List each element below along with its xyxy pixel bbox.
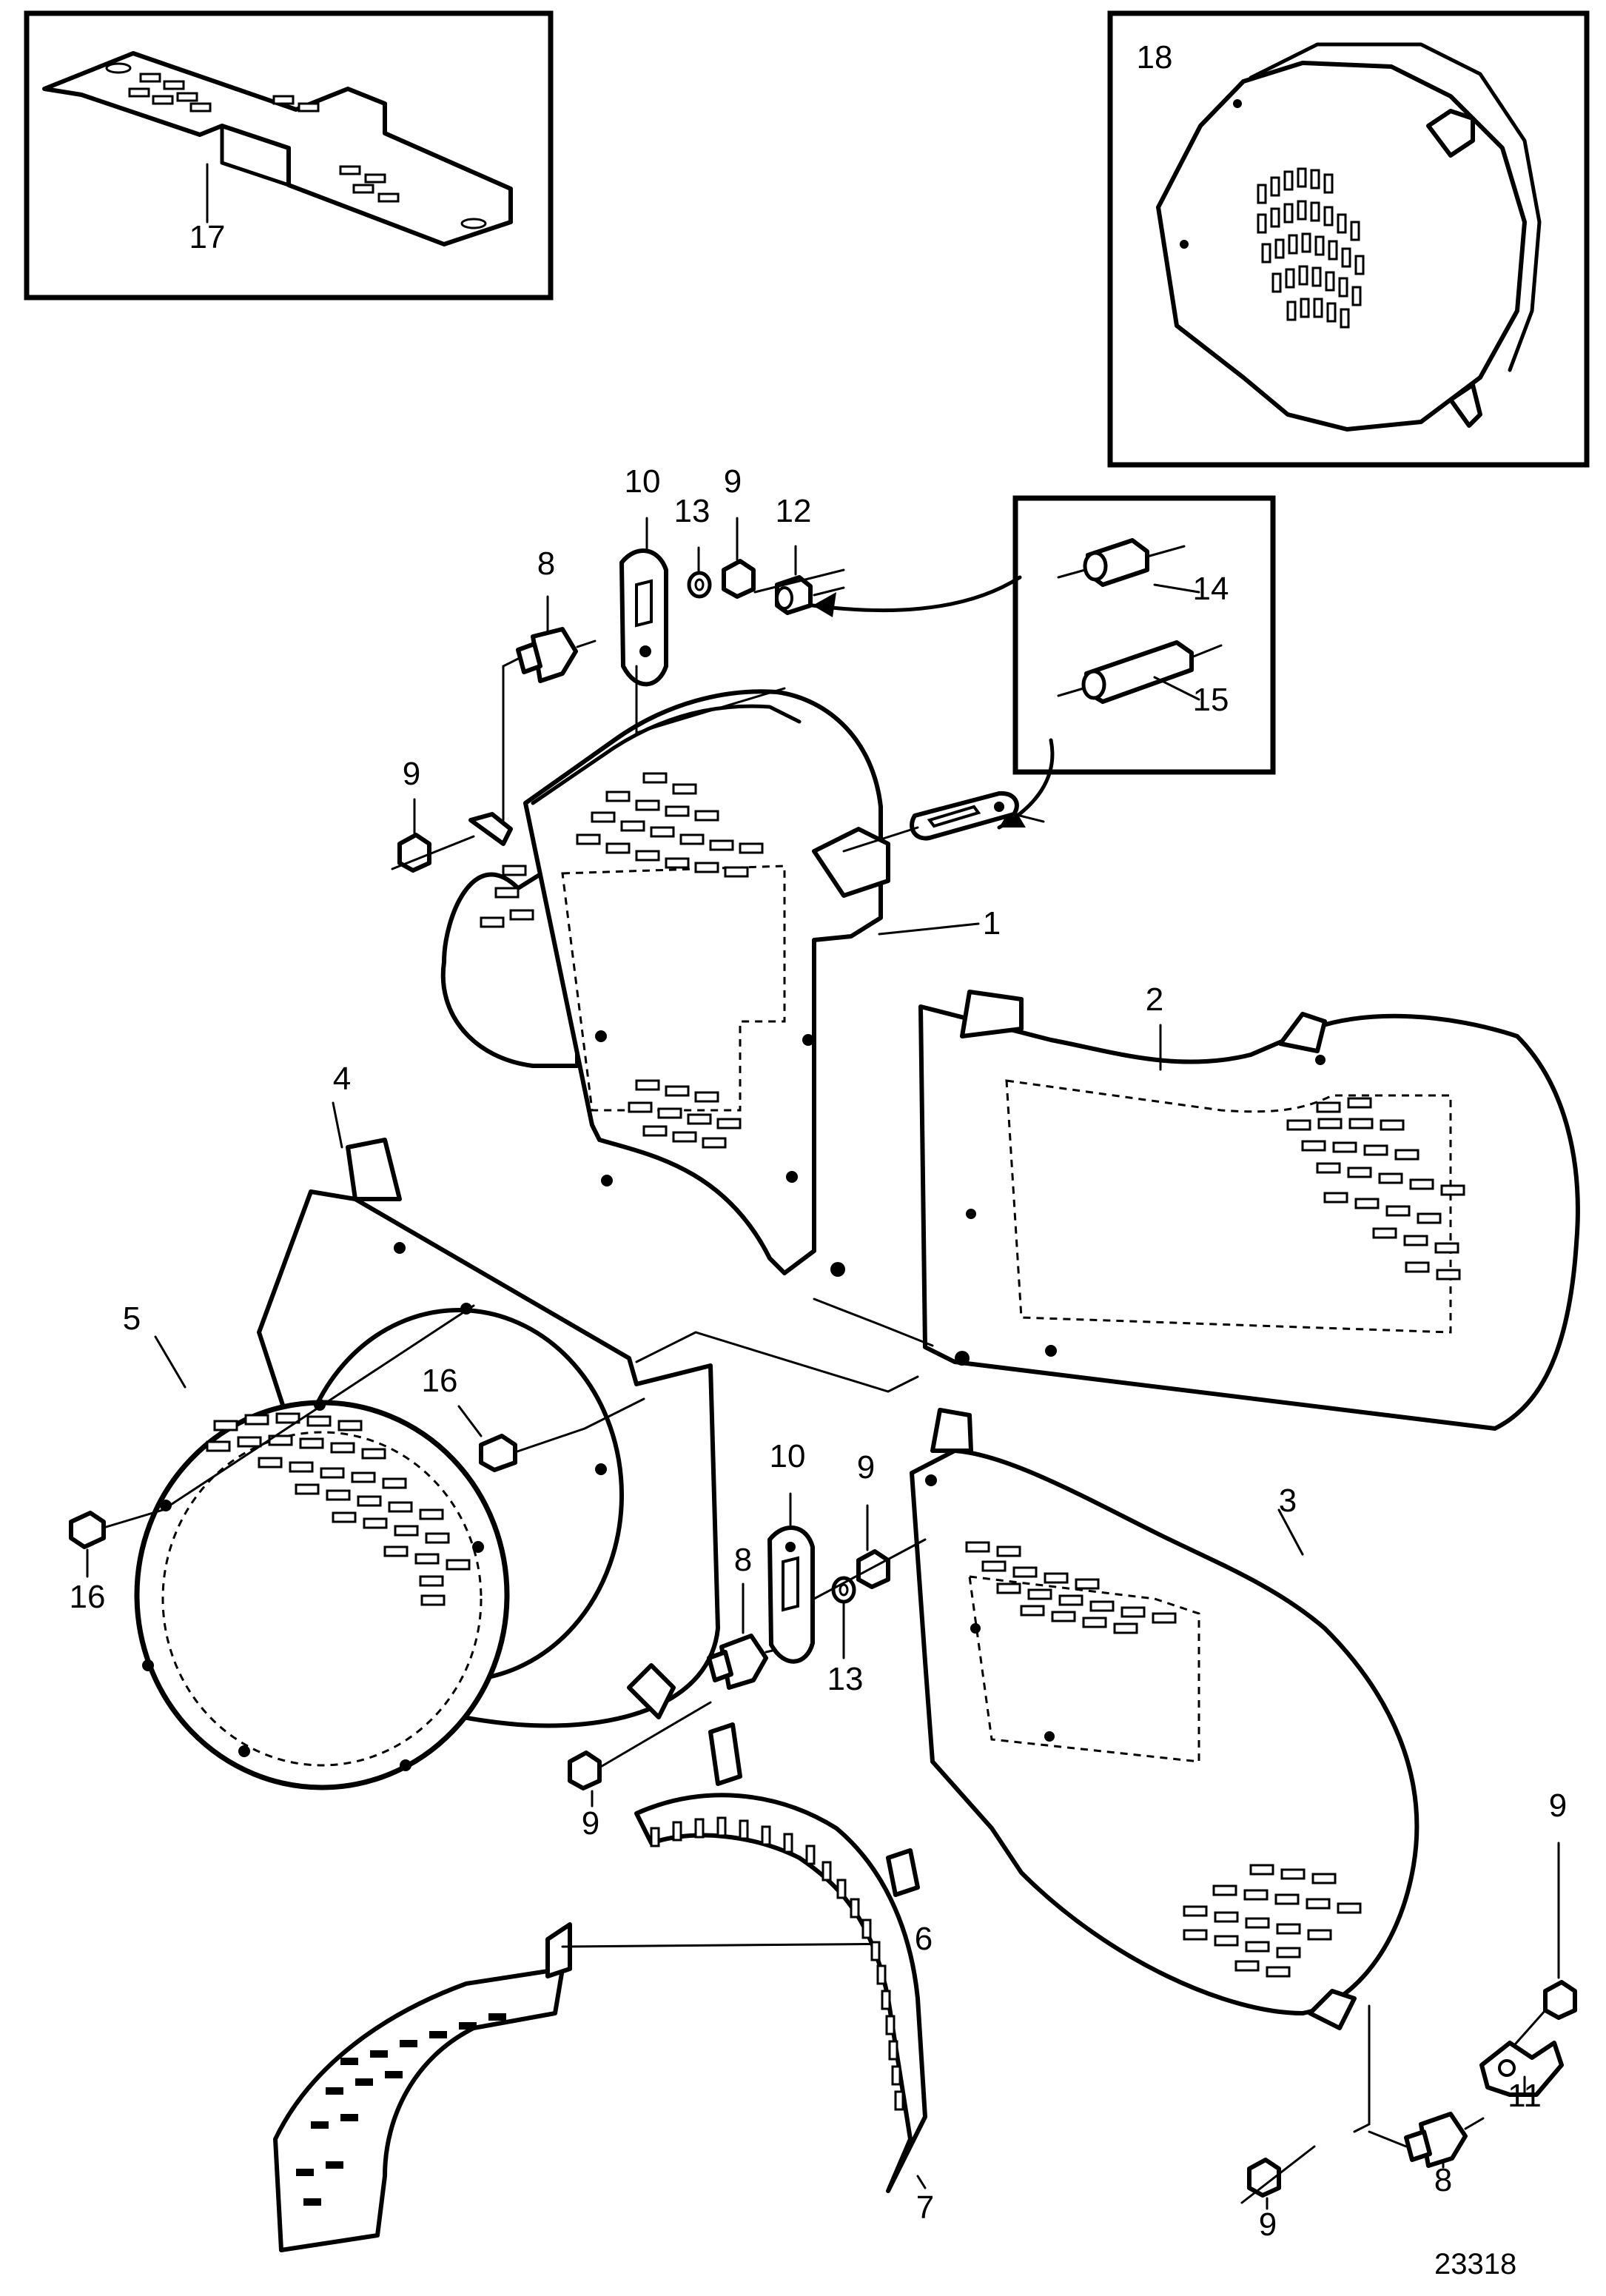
- washer-13-upper: [687, 571, 712, 599]
- callout-c2: 2: [1146, 981, 1163, 1018]
- callout-c12: 12: [776, 493, 812, 529]
- nut-9-lower-right-upper: [1508, 1842, 1577, 2052]
- callout-c15: 15: [1193, 682, 1229, 718]
- nut-9-middle: [813, 1504, 927, 1600]
- washer-13-middle: [831, 1576, 856, 1659]
- callout-c5: 5: [123, 1300, 141, 1337]
- spacer-15: [1057, 640, 1223, 704]
- callout-c10b: 10: [770, 1438, 806, 1474]
- fastener-group-lower-right: [1240, 1842, 1577, 2210]
- callout-c9b: 9: [724, 463, 742, 500]
- nut-9-lower-left: [568, 1701, 712, 1807]
- callout-c16a: 16: [422, 1363, 458, 1399]
- callout-c9c: 9: [857, 1449, 875, 1486]
- rubber-mount-8-lower: [1404, 2112, 1485, 2169]
- rubber-mount-8-upper: [516, 627, 597, 683]
- shroud-part-6: [273, 1922, 572, 2252]
- callout-c6: 6: [915, 1921, 933, 1957]
- slotted-link-10-upper: [619, 548, 668, 687]
- housing-part-2: [918, 990, 1580, 1431]
- bolt-16-left: [69, 1304, 475, 1578]
- callout-c16b: 16: [70, 1579, 106, 1615]
- callout-c1: 1: [983, 905, 1001, 941]
- callout-c8a: 8: [537, 546, 555, 582]
- cover-18-vent-grid: [1257, 167, 1365, 329]
- callout-c13a: 13: [674, 493, 710, 529]
- callout-c4: 4: [333, 1061, 351, 1097]
- housing-part-1: [440, 689, 890, 1277]
- shroud-part-7: [634, 1722, 927, 2193]
- callout-c3: 3: [1279, 1483, 1297, 1519]
- spacer-12: [775, 575, 813, 615]
- bolt-16-right: [457, 1397, 645, 1472]
- housing-part-3: [910, 1408, 1419, 2030]
- callout-c7: 7: [916, 2189, 934, 2226]
- spacer-14: [1057, 538, 1186, 587]
- nut-9-lower-right-bottom: [1240, 2145, 1316, 2210]
- ring-part-5: [134, 1399, 510, 1790]
- drawing-reference-number: 23318: [1434, 2248, 1516, 2280]
- fastener-group-upper: [391, 517, 1045, 873]
- inset-box-spacers-14-15: [1012, 495, 1276, 775]
- callout-c11: 11: [1508, 2078, 1542, 2114]
- callout-c9e: 9: [1549, 1788, 1567, 1824]
- inset-box-cover-18: [1107, 10, 1590, 468]
- fastener-group-middle: [568, 1492, 927, 1807]
- callout-c8b: 8: [734, 1542, 752, 1578]
- callout-c18: 18: [1137, 39, 1173, 75]
- callout-c9d: 9: [582, 1805, 599, 1842]
- bracket-11: [1479, 2041, 1564, 2097]
- slotted-link-10-bracket: [842, 790, 1045, 853]
- callout-c9a: 9: [403, 756, 420, 792]
- callout-c10a: 10: [625, 463, 661, 500]
- callout-c8c: 8: [1434, 2162, 1452, 2198]
- rubber-mount-8-middle: [707, 1582, 774, 1690]
- callout-c17: 17: [189, 219, 226, 255]
- slotted-link-10-middle: [767, 1525, 815, 1664]
- nut-9-left: [391, 798, 475, 873]
- callout-c9f: 9: [1259, 2206, 1277, 2243]
- inset-box-bracket-17: [24, 10, 554, 301]
- callout-c13b: 13: [827, 1661, 864, 1697]
- callout-c14: 14: [1193, 571, 1229, 607]
- nut-9-upper: [722, 559, 756, 599]
